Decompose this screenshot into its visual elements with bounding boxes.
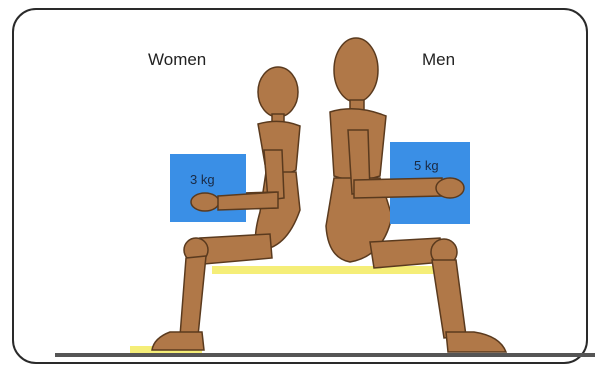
women-weight-text: 3 kg — [190, 172, 215, 187]
men-weight-text: 5 kg — [414, 158, 439, 173]
women-weight-box — [170, 154, 246, 222]
bench-plank — [212, 266, 438, 274]
floor-line — [55, 353, 595, 357]
